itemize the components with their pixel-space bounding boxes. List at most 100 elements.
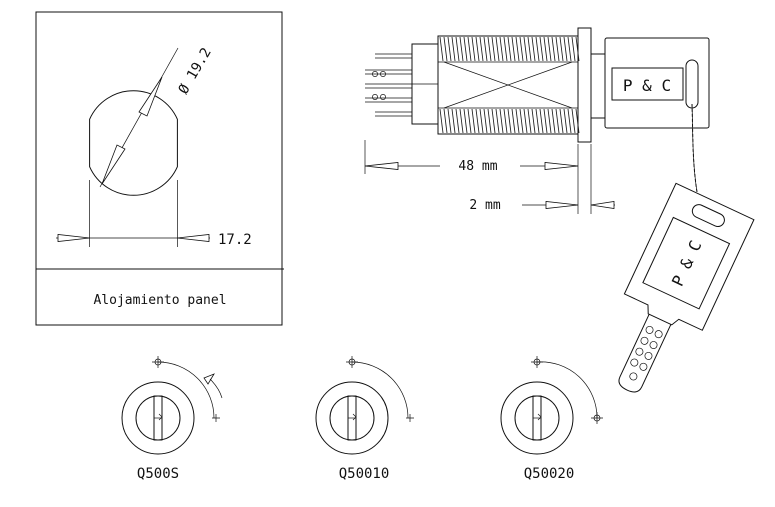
thread-line [559,108,564,134]
thickness-label: 2 mm [469,198,500,213]
thread-line [547,36,552,62]
thread-line [571,108,576,134]
length-label: 48 mm [458,159,497,174]
thread-line [567,108,572,134]
thread-line [459,108,464,134]
thread-line [535,108,540,134]
key-head [623,182,755,331]
brand-label-key: P & C [668,238,706,290]
thread-line [475,108,480,134]
thread-line [539,36,544,62]
thread-line [519,36,524,62]
thread-line [571,36,576,62]
thread-line [487,108,492,134]
thread-line [511,108,516,134]
thread-line [483,108,488,134]
thread-line [551,108,556,134]
thread-line [467,108,472,134]
brand-label-side: P & C [623,76,671,95]
key-head-inserted [604,37,710,129]
thread-line [463,36,468,62]
thread-line [491,36,496,62]
thread-line [479,108,484,134]
variant-q50020: Q50020 [500,356,603,482]
panel-frame [35,11,283,326]
diameter-label: Ø 19.2 [176,45,215,97]
rotation-arc [351,361,409,419]
thread-line [527,108,532,134]
thread-line [515,36,520,62]
thread-line [439,108,444,134]
variant-label: Q50020 [524,466,575,482]
diameter-arrow-upper [138,76,163,117]
lock-face-outer [500,381,574,455]
key-bitting-holes [629,325,663,381]
thread-line [495,108,500,134]
thread-line [543,36,548,62]
thread-line [447,108,452,134]
thread-line [503,36,508,62]
thread-line [503,108,508,134]
brand-plate-side [611,67,684,101]
brand-plate-key [642,216,731,310]
thread-line [555,108,560,134]
thread-line [543,108,548,134]
thread-line [507,108,512,134]
thread-line [563,36,568,62]
thread-line [551,36,556,62]
thread-line [519,108,524,134]
rotation-arc [157,361,215,419]
panel-cutout-detail: Ø 19.2 17.2 Alojamiento panel [35,11,284,326]
lock-face-outer [315,381,389,455]
thread-line [511,36,516,62]
thread-hatch-top [439,36,580,62]
thread-line [451,36,456,62]
rotation-arrow [203,373,215,385]
thread-line [523,36,528,62]
thread-line [471,108,476,134]
key-drawing: P & C [618,182,755,393]
thread-line [527,36,532,62]
thread-line [459,36,464,62]
thread-line [531,36,536,62]
width-arrow-left [57,234,90,242]
thread-line [447,36,452,62]
thread-line [535,36,540,62]
thread-line [467,36,472,62]
variant-q50010: Q50010 [315,356,414,482]
thread-line [499,36,504,62]
thread-line [555,36,560,62]
terminal-pins [365,53,412,117]
thread-line [491,108,496,134]
thread-line [451,108,456,134]
width-arrow-right [177,234,210,242]
thread-line [443,108,448,134]
diameter-arrow-lower [101,144,126,185]
variant-label: Q50010 [339,466,390,482]
thread-line [531,108,536,134]
thread-line [443,36,448,62]
variant-label: Q500S [137,466,179,482]
thread-line [547,108,552,134]
panel-caption: Alojamiento panel [93,293,226,308]
thread-line [495,36,500,62]
rotation-arc [536,361,598,419]
thread-line [539,108,544,134]
lock-face-outer [121,381,195,455]
thread-line [475,36,480,62]
key-blade [618,314,672,393]
thread-line [487,36,492,62]
thread-hatch-bottom [439,108,580,134]
thread-line [439,36,444,62]
thread-line [479,36,484,62]
thread-line [523,108,528,134]
thread-line [563,108,568,134]
key-ring-slot-side [685,59,699,109]
thread-line [483,36,488,62]
thread-line [455,36,460,62]
panel-cutout-shape [89,90,178,196]
lock-side-view: P & C 48 mm 2 mm [364,27,710,214]
thread-line [499,108,504,134]
thread-line [515,108,520,134]
